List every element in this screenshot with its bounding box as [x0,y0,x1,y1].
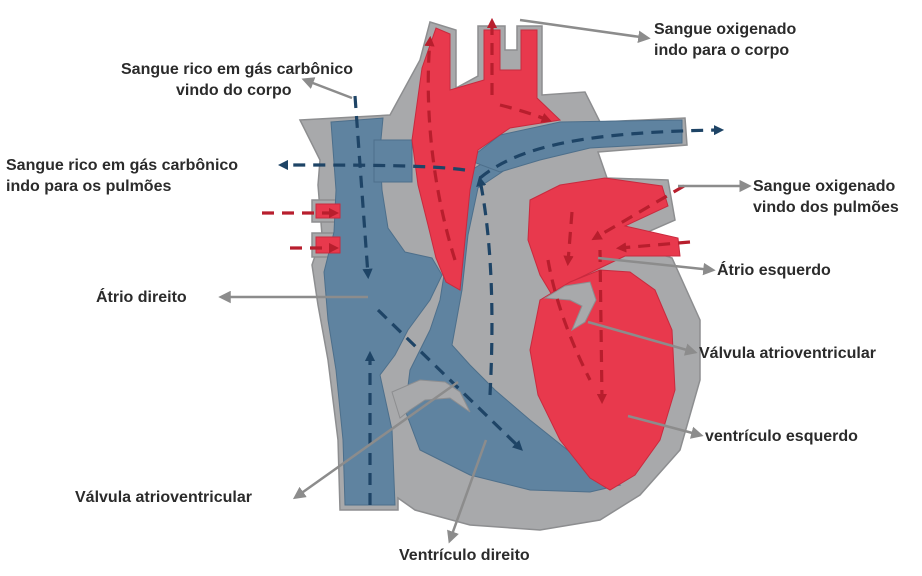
label-sangue-oxigenado-pulmoes-line2: vindo dos pulmões [753,197,899,218]
label-sangue-oxigenado-corpo-line1: Sangue oxigenado [654,19,796,40]
label-sangue-co2-pulmoes-line2: indo para os pulmões [6,176,238,197]
label-ventriculo-esquerdo: ventrículo esquerdo [705,426,858,447]
label-atrio-esquerdo: Átrio esquerdo [717,260,831,281]
label-sangue-oxigenado-corpo-line2: indo para o corpo [654,40,796,61]
label-sangue-co2-vindo-corpo: Sangue rico em gás carbônico vindo do co… [121,59,353,101]
label-sangue-co2-vindo-corpo-line2: vindo do corpo [121,80,353,101]
label-sangue-oxigenado-pulmoes: Sangue oxigenado vindo dos pulmões [753,176,899,218]
label-ventriculo-direito: Ventrículo direito [399,545,530,566]
label-sangue-co2-vindo-corpo-line1: Sangue rico em gás carbônico [121,59,353,80]
label-sangue-co2-pulmoes: Sangue rico em gás carbônico indo para o… [6,155,238,197]
label-sangue-co2-pulmoes-line1: Sangue rico em gás carbônico [6,155,238,176]
label-valvula-av-esquerda: Válvula atrioventricular [699,343,876,364]
label-valvula-av-direita: Válvula atrioventricular [75,487,252,508]
label-sangue-oxigenado-corpo: Sangue oxigenado indo para o corpo [654,19,796,61]
label-sangue-oxigenado-pulmoes-line1: Sangue oxigenado [753,176,899,197]
label-atrio-direito: Átrio direito [96,287,187,308]
